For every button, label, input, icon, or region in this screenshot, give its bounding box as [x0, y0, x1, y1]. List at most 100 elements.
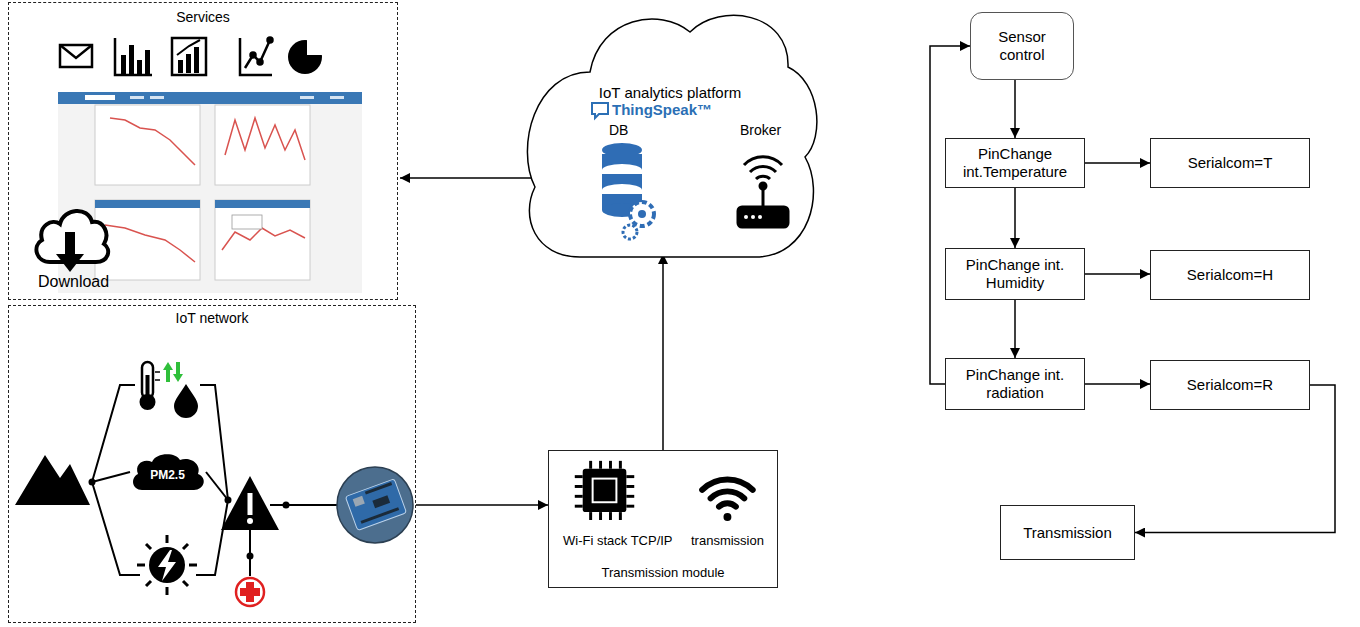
- box-text: PinChange int. radiation: [954, 366, 1076, 402]
- broker-router-icon: [760, 183, 766, 189]
- chip-icon: [619, 461, 622, 469]
- box-text: PinChange int. Humidity: [954, 256, 1076, 292]
- bar-chart-icon: [129, 45, 134, 75]
- chip-icon: [589, 512, 592, 520]
- health-icon: [236, 578, 264, 606]
- temperature-humidity-icon: [174, 384, 198, 418]
- solar-radiation-icon: [158, 550, 176, 581]
- chip-icon: [609, 461, 612, 469]
- health-icon: [236, 578, 264, 606]
- arduino-board-icon: [353, 496, 365, 507]
- chip-icon: [575, 475, 583, 478]
- bar-chart-icon: [115, 38, 152, 75]
- process-box: PinChange int. radiation: [945, 358, 1085, 410]
- dashboard-screenshot: [58, 92, 362, 293]
- node-text: Services: [9, 9, 397, 26]
- chip-icon: [599, 512, 602, 520]
- flow-arrow: [416, 504, 548, 506]
- envelope-icon: [60, 45, 92, 67]
- chip-icon: [626, 475, 634, 478]
- envelope-icon: [60, 45, 92, 58]
- start-box: Sensor control: [970, 12, 1074, 80]
- broker-router-icon: [738, 207, 788, 227]
- solar-radiation-icon: [137, 535, 197, 595]
- network-wires: [196, 500, 228, 575]
- broker-router-icon: [758, 215, 762, 219]
- line-chart-icon: [268, 38, 273, 43]
- flow-arrow: [1085, 162, 1150, 164]
- solar-radiation-icon: [183, 581, 188, 586]
- temperature-humidity-icon: [155, 371, 160, 373]
- dashboard-screenshot: [105, 225, 195, 262]
- arduino-board-icon: [345, 479, 406, 531]
- database-icon: [623, 225, 637, 239]
- dashboard-screenshot: [85, 95, 115, 100]
- chip-icon: [609, 512, 612, 520]
- broker-router-icon: [756, 176, 770, 179]
- line-chart-icon: [245, 40, 270, 68]
- node-text: Broker: [740, 122, 781, 139]
- cloud-platform: IoT analytics platformThingSpeak™DBBroke…: [520, 2, 820, 262]
- broker-router-icon: [762, 188, 765, 207]
- line-chart-icon: [240, 38, 272, 75]
- process-box: Serialcom=T: [1150, 138, 1310, 188]
- box-text: Serialcom=H: [1187, 266, 1273, 284]
- chip-icon: [626, 495, 634, 498]
- process-box: PinChange int. Humidity: [945, 248, 1085, 300]
- wifi-icon: [719, 503, 736, 506]
- solar-radiation-icon: [146, 581, 151, 586]
- wifi-icon: [702, 479, 753, 520]
- growth-chart-icon: [172, 38, 206, 75]
- dashboard-screenshot: [58, 92, 362, 104]
- broker-router-icon: [750, 166, 776, 172]
- solar-radiation-icon: [166, 535, 169, 543]
- temperature-humidity-icon: [155, 379, 160, 381]
- warning-icon: [221, 476, 279, 530]
- box-text: Transmission: [1023, 524, 1112, 542]
- chip-icon: [575, 461, 634, 520]
- temperature-humidity-icon: [163, 362, 173, 382]
- services-panel: Services: [8, 2, 398, 300]
- arduino-board-icon: [365, 482, 392, 494]
- dashboard-screenshot: [215, 105, 310, 185]
- node-text: PM2.5: [130, 468, 206, 482]
- dashboard-screenshot: [130, 96, 144, 99]
- solar-radiation-icon: [183, 544, 188, 549]
- line-chart-icon: [240, 38, 273, 76]
- chip-icon: [626, 485, 634, 488]
- network-wires: [206, 472, 228, 500]
- mountain-icon: [15, 455, 90, 505]
- dashboard-screenshot: [225, 118, 305, 160]
- download-icon: [56, 254, 84, 272]
- flow-arrow: [400, 177, 532, 179]
- node-text: transmission: [691, 533, 764, 549]
- chip-icon: [575, 505, 583, 508]
- chip-icon: [575, 495, 583, 498]
- broker-router-icon: [744, 215, 748, 219]
- network-wires: [92, 385, 337, 576]
- node-text: ThingSpeak™: [612, 101, 712, 119]
- box-text: Sensor control: [979, 28, 1065, 64]
- dashboard-screenshot: [215, 200, 310, 208]
- dashboard-screenshot: [58, 103, 362, 293]
- database-icon: [602, 143, 654, 239]
- process-box: Serialcom=R: [1150, 360, 1310, 410]
- temperature-humidity-icon: [146, 375, 150, 400]
- pie-chart-icon: [308, 37, 325, 54]
- wire-junction-dots: [247, 553, 254, 560]
- database-icon: [638, 210, 646, 218]
- wifi-icon: [711, 491, 745, 498]
- box-text: Serialcom=T: [1188, 154, 1273, 172]
- chip-icon: [583, 469, 627, 512]
- pm25-cloud: PM2.5: [130, 452, 206, 492]
- network-wires: [200, 385, 228, 500]
- temperature-humidity-icon: [140, 362, 199, 418]
- growth-chart-icon: [186, 54, 191, 73]
- dashboard-screenshot: [300, 96, 314, 99]
- wifi-icon: [702, 479, 753, 489]
- solar-radiation-icon: [146, 544, 151, 549]
- bar-chart-icon: [137, 60, 142, 75]
- dashboard-screenshot: [95, 105, 200, 185]
